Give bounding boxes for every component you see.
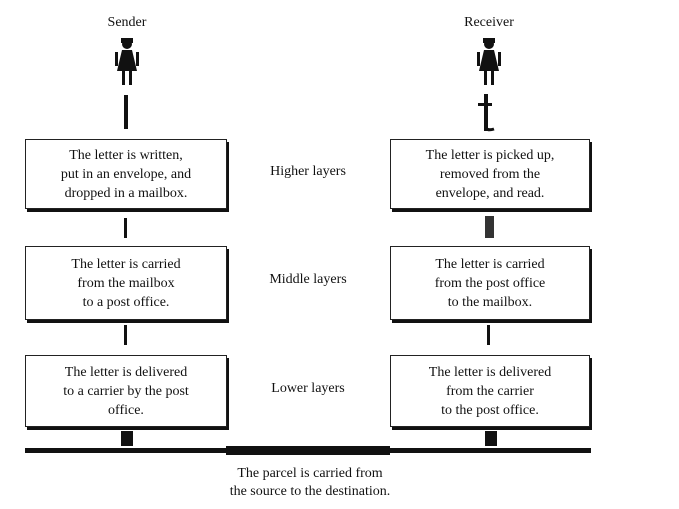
sender-middle-layer-text: The letter is carried from the mailbox t… — [71, 256, 181, 310]
receiver-middle-layer-text: The letter is carried from the post offi… — [434, 256, 546, 310]
lower-layers-label: Lower layers — [271, 381, 345, 396]
transport-caption: The parcel is carried from the source to… — [229, 466, 391, 499]
sender-connector-base — [121, 431, 133, 446]
receiver-lower-layer-box: The letter is delivered from the carrier… — [390, 355, 590, 427]
receiver-connector-base — [485, 431, 497, 446]
receiver-higher-layer-box: The letter is picked up, removed from th… — [390, 139, 590, 209]
sender-lower-layer-box: The letter is delivered to a carrier by … — [25, 355, 227, 427]
receiver-person-icon — [477, 38, 501, 85]
receiver-connector-top — [478, 94, 495, 132]
sender-lower-layer-text: The letter is delivered to a carrier by … — [63, 364, 189, 418]
receiver-connector-higher-middle — [485, 216, 494, 238]
middle-layers-label: Middle layers — [269, 272, 347, 287]
sender-connector-middle-lower — [124, 325, 127, 345]
sender-higher-layer-text: The letter is written, put in an envelop… — [60, 147, 192, 201]
transport-line-thick-segment — [226, 446, 390, 455]
receiver-lower-layer-text: The letter is delivered from the carrier… — [428, 364, 552, 418]
receiver-higher-layer-text: The letter is picked up, removed from th… — [425, 147, 555, 201]
sender-person-icon — [115, 38, 139, 85]
receiver-middle-layer-box: The letter is carried from the post offi… — [390, 246, 590, 320]
sender-label: Sender — [107, 15, 147, 30]
receiver-label: Receiver — [464, 15, 514, 30]
sender-connector-higher-middle — [124, 218, 127, 238]
receiver-connector-middle-lower — [487, 325, 490, 345]
sender-higher-layer-box: The letter is written, put in an envelop… — [25, 139, 227, 209]
higher-layers-label: Higher layers — [270, 164, 346, 179]
sender-middle-layer-box: The letter is carried from the mailbox t… — [25, 246, 227, 320]
sender-connector-top — [124, 95, 128, 129]
